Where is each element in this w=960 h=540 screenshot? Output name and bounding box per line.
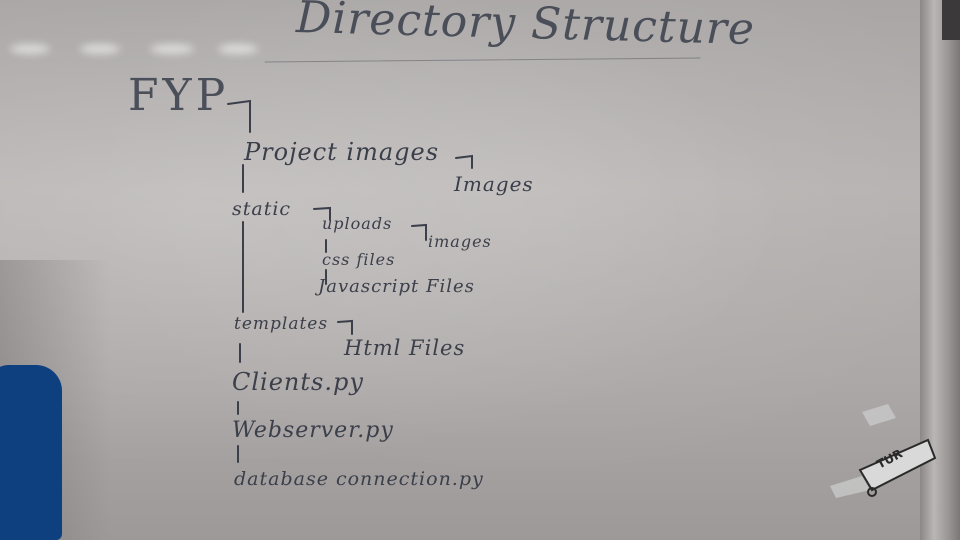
tree-folder-images: Images	[454, 172, 534, 196]
tree-file-clients: Clients.py	[232, 368, 364, 396]
tree-file-database-connection: database connection.py	[234, 468, 484, 490]
tree-folder-static: static	[232, 198, 292, 220]
light-reflection	[10, 44, 50, 54]
tree-folder-css-files: css files	[322, 250, 396, 269]
tree-folder-html-files: Html Files	[344, 336, 466, 360]
tree-folder-javascript-files: Javascript Files	[318, 276, 475, 297]
blue-object	[0, 365, 62, 540]
tree-folder-uploads: uploads	[322, 214, 393, 233]
tree-folder-project-images: Project images	[244, 138, 440, 166]
tree-file-webserver: Webserver.py	[232, 418, 394, 443]
light-reflection	[80, 44, 120, 54]
wall-corner	[942, 0, 960, 40]
tree-folder-templates: templates	[234, 314, 329, 334]
light-reflection	[218, 44, 258, 54]
tree-root-label: FYP	[128, 70, 230, 121]
marker	[830, 404, 937, 498]
light-reflection	[150, 44, 194, 54]
tree-folder-uploads-images: images	[428, 232, 492, 251]
